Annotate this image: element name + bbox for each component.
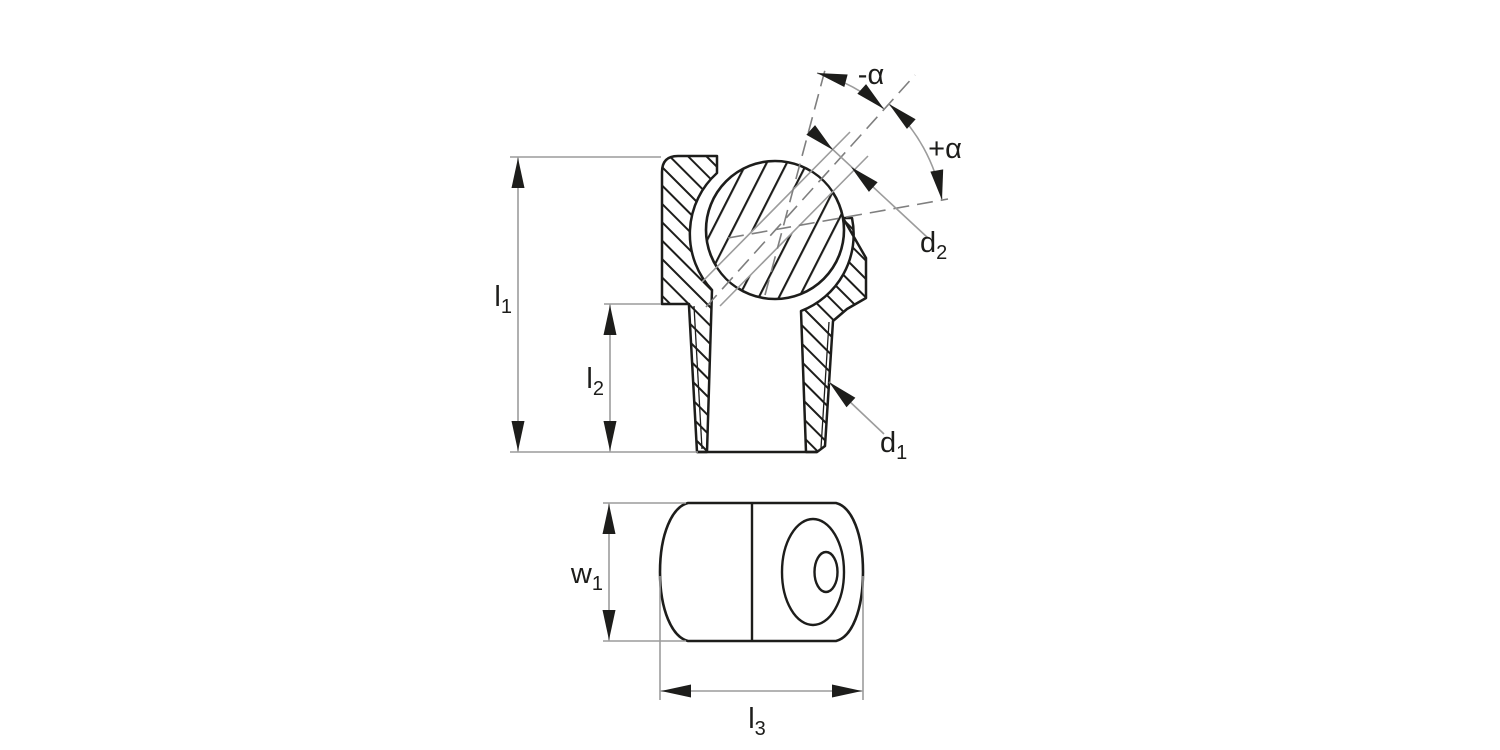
thread-detail-line-left (693, 305, 703, 450)
housing-right-section (799, 216, 868, 454)
label-d2-base: d (920, 227, 936, 259)
dimension-neg-alpha: -α (815, 59, 889, 114)
dimension-l2: l2 (586, 303, 661, 452)
label-l1-sub: 1 (501, 296, 512, 318)
label-d2: d2 (920, 227, 947, 264)
w1-arrow-top (602, 504, 616, 534)
label-w1-base: w (570, 558, 593, 590)
ball-opening-inner (813, 550, 839, 594)
pos-alpha-limit-line (727, 198, 949, 239)
label-l3: l3 (748, 703, 766, 740)
label-neg-alpha: -α (858, 59, 884, 91)
l3-arrow-left (661, 684, 691, 698)
l3-arrow-right (832, 684, 862, 698)
l2-arrow-bottom (603, 421, 617, 451)
label-d2-sub: 2 (936, 242, 947, 264)
housing-left-section (660, 154, 719, 454)
label-l2-sub: 2 (593, 378, 604, 400)
label-d1: d1 (880, 427, 907, 464)
label-l2-base: l (586, 363, 592, 395)
label-d1-base: d (880, 427, 896, 459)
pos-alpha-arrow-end (930, 169, 949, 202)
dimension-l1: l1 (494, 156, 698, 453)
bottom-view: w1 l3 (570, 501, 865, 740)
label-w1: w1 (570, 558, 603, 595)
label-l1-base: l (494, 281, 500, 313)
label-l2: l2 (586, 363, 604, 400)
l1-arrow-bottom (511, 421, 525, 451)
dimension-l3: l3 (659, 576, 864, 740)
bore-edge-line-upper (701, 131, 851, 283)
label-d1-sub: 1 (896, 442, 907, 464)
thread-detail-line-right (820, 321, 830, 449)
neg-alpha-limit-line (764, 69, 826, 296)
label-pos-alpha: +α (928, 133, 962, 165)
ball-opening-outer (780, 517, 846, 627)
l1-arrow-top (511, 158, 525, 188)
dimension-d1: d1 (824, 377, 907, 464)
bore-edge-line-lower (719, 155, 869, 307)
dimension-d2: d2 (806, 125, 947, 264)
label-l3-base: l (748, 703, 754, 735)
bottom-view-body (658, 501, 865, 643)
dimension-pos-alpha: +α (884, 99, 962, 202)
label-l3-sub: 3 (755, 718, 766, 740)
top-view-cross-section: -α +α d2 d1 (494, 59, 961, 464)
label-l1: l1 (494, 281, 512, 318)
neg-alpha-arrow-start (815, 66, 848, 88)
label-w1-sub: 1 (592, 573, 603, 595)
pivot-axis-line (705, 74, 916, 308)
l2-arrow-top (603, 305, 617, 335)
dimension-w1: w1 (570, 502, 686, 642)
w1-arrow-bottom (602, 610, 616, 640)
